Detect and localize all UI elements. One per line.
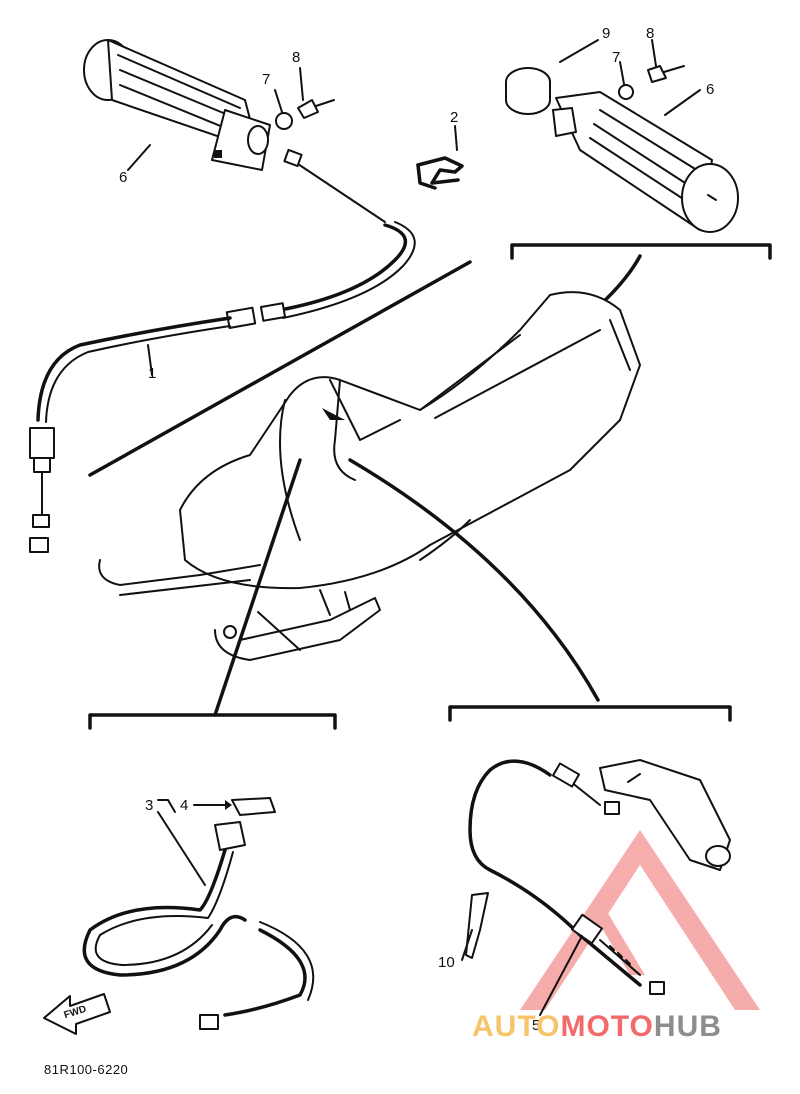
callout-5: 5	[532, 1017, 541, 1034]
leader-3	[157, 811, 206, 886]
right-handle-grip	[552, 91, 739, 233]
snowmobile	[98, 291, 641, 661]
leader-7-right	[619, 61, 625, 85]
watermark-logo	[520, 830, 760, 1010]
right-grip	[505, 67, 551, 115]
fwd-arrow	[43, 993, 111, 1035]
watermark-part1: AUTO	[472, 1010, 561, 1043]
callout-8-left: 8	[292, 49, 301, 66]
brake-lever	[599, 759, 731, 871]
right-screw-8	[647, 65, 685, 83]
callout-7-left: 7	[262, 71, 271, 88]
leader-5	[539, 935, 583, 1016]
callout-4: 4	[180, 797, 189, 814]
callout-9: 9	[602, 25, 611, 42]
leader-7-left	[274, 89, 283, 113]
cable-3-switch-4	[82, 797, 315, 1030]
diagram-code: 81R100-6220	[44, 1062, 129, 1077]
left-grip	[83, 39, 271, 171]
callout-bracket-bottom-left	[88, 713, 337, 730]
cable-tie-10	[465, 892, 489, 959]
callout-7-right: 7	[612, 49, 621, 66]
callout-3: 3	[145, 797, 154, 814]
callout-6-left: 6	[119, 169, 128, 186]
callout-6-right: 6	[706, 81, 715, 98]
left-washer-7	[275, 112, 293, 130]
leader-6-left	[127, 144, 151, 171]
throttle-cable-1	[29, 148, 416, 553]
leader-8-right	[651, 39, 657, 67]
brake-cable-5	[468, 759, 665, 995]
leader-10	[461, 929, 473, 961]
callout-bracket-bottom-right	[448, 705, 732, 722]
leader-1	[147, 344, 153, 376]
callout-1: 1	[148, 365, 157, 382]
right-washer-7	[618, 84, 634, 100]
leader-9	[559, 39, 599, 63]
left-screw-8	[297, 99, 335, 119]
callout-8-right: 8	[646, 25, 655, 42]
leader-to-bottom-left	[213, 458, 302, 717]
leader-6-right	[664, 89, 701, 116]
callout-10: 10	[438, 954, 455, 971]
callout-bracket-top-right	[510, 243, 772, 260]
watermark-text: AUTOMOTOHUB	[472, 1010, 722, 1044]
callout-bracket-top-left	[88, 260, 472, 477]
watermark-part3: HUB	[653, 1010, 722, 1043]
watermark-part2: MOTO	[560, 1010, 654, 1043]
callout-2: 2	[450, 109, 459, 126]
clip-2	[416, 156, 464, 190]
leader-to-bottom-right	[348, 458, 600, 702]
leader-8-left	[299, 67, 304, 101]
